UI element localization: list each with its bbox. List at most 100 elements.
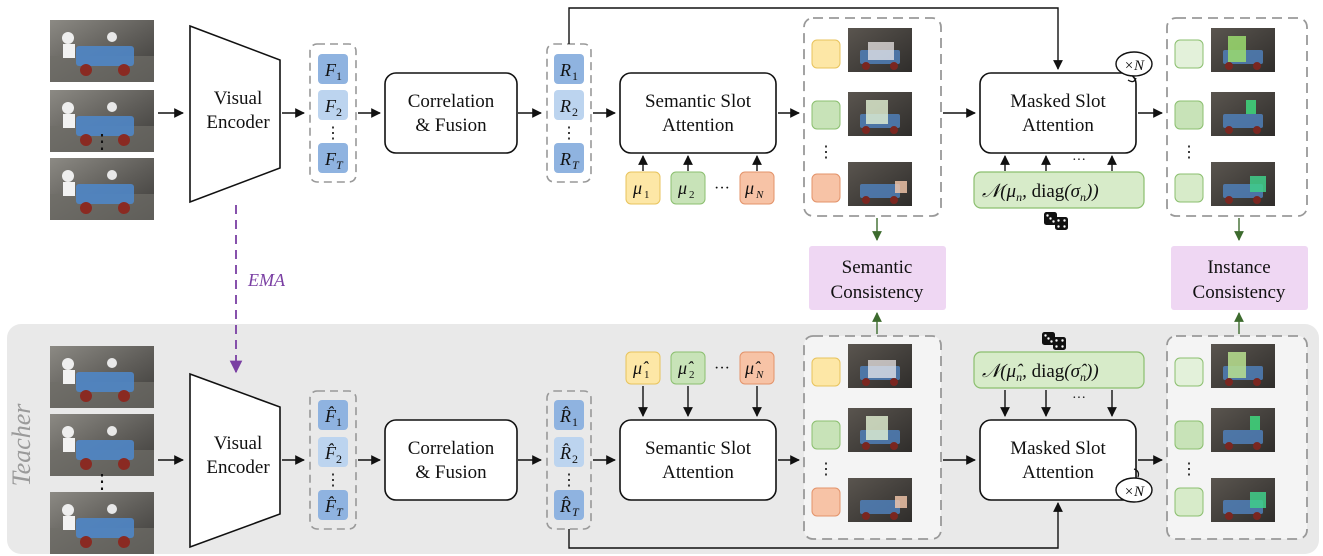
teacher-input-frames: ⋮ — [50, 346, 154, 554]
feature-box — [318, 400, 348, 430]
feature-symbol: F — [324, 96, 337, 116]
masked-attn-label-line2: Attention — [1022, 115, 1094, 136]
refined-symbol: R̂ — [559, 406, 571, 426]
slots-ellipsis: ⋮ — [1181, 461, 1197, 478]
refined-subscript: 2 — [572, 452, 578, 466]
prototype-box — [739, 171, 775, 205]
frames-ellipsis: ⋮ — [92, 131, 112, 153]
refined-symbol: R̂ — [559, 496, 571, 516]
repeat-n-icon — [1115, 51, 1153, 77]
student-instance-slots — [1166, 17, 1308, 217]
instance-consistency-line1: Instance — [1207, 257, 1270, 278]
prototype-subscript: 2 — [689, 189, 695, 201]
feature-box — [318, 490, 348, 520]
refined-box — [554, 490, 584, 520]
student-visual-encoder — [189, 24, 281, 204]
teacher-correlation-fusion — [384, 419, 518, 501]
semantic-attn-label-line2: Attention — [662, 115, 734, 136]
prototype-ellipsis: ··· — [714, 180, 730, 197]
encoder-label-line1: Visual — [214, 433, 262, 454]
student-semantic-slot-attention — [619, 72, 777, 154]
feature-subscript: T — [336, 505, 344, 519]
feature-symbol: F — [324, 60, 337, 80]
refined-ellipsis: ⋮ — [561, 472, 577, 489]
feature-subscript: 1 — [336, 69, 342, 83]
semantic-consistency-line2: Consistency — [831, 282, 924, 303]
frames-ellipsis: ⋮ — [92, 471, 112, 493]
encoder-label-line2: Encoder — [206, 112, 270, 133]
encoder-label-line2: Encoder — [206, 457, 270, 478]
feature-symbol: F — [324, 149, 337, 169]
refined-subscript: 1 — [572, 415, 578, 429]
prototype-symbol: μ — [744, 178, 754, 198]
correlation-label-line1: Correlation — [408, 438, 495, 459]
refined-ellipsis: ⋮ — [561, 125, 577, 142]
feature-symbol: F̂ — [324, 443, 337, 463]
dice-icon — [1044, 212, 1068, 230]
refined-subscript: 1 — [572, 69, 578, 83]
refined-box — [554, 400, 584, 430]
masked-attn-label-line1: Masked Slot — [1010, 91, 1106, 112]
feature-box — [318, 54, 348, 84]
refined-subscript: 2 — [572, 105, 578, 119]
feature-subscript: 2 — [336, 452, 342, 466]
prototype-subscript: 1 — [644, 189, 650, 201]
slot-mask-image — [1211, 92, 1275, 136]
refined-subscript: T — [572, 505, 580, 519]
prototype-box — [670, 171, 706, 205]
masked-attn-label-line1: Masked Slot — [1010, 438, 1106, 459]
prototype-symbol: μ — [677, 178, 687, 198]
prototype-box — [625, 351, 661, 385]
instance-consistency-line2: Consistency — [1193, 282, 1286, 303]
prototype-subscript: 2 — [689, 369, 695, 381]
feature-subscript: 2 — [336, 105, 342, 119]
teacher-masked-slot-attention — [979, 419, 1137, 501]
feature-box — [318, 90, 348, 120]
feature-symbol: F̂ — [324, 496, 337, 516]
repeat-label: ×N — [1124, 58, 1145, 74]
gaussian-ellipsis: ··· — [1072, 391, 1086, 406]
masked-attn-label-line2: Attention — [1022, 462, 1094, 483]
refined-symbol: R — [559, 149, 571, 169]
student-gaussian-sampler — [973, 171, 1145, 209]
repeat-n-icon — [1115, 477, 1153, 503]
semantic-consistency-loss — [809, 246, 946, 310]
ema-label: EMA — [247, 270, 286, 290]
semantic-consistency-line1: Semantic — [842, 257, 913, 278]
prototype-box — [739, 351, 775, 385]
refined-subscript: T — [572, 158, 580, 172]
video-frame-thumbnail — [50, 158, 154, 220]
slots-ellipsis: ⋮ — [818, 144, 834, 161]
feature-subscript: 1 — [336, 415, 342, 429]
semantic-attn-label-line1: Semantic Slot — [645, 438, 752, 459]
prototype-subscript: N — [755, 369, 764, 381]
refined-symbol: R̂ — [559, 443, 571, 463]
encoder-label-line1: Visual — [214, 88, 262, 109]
prototype-subscript: N — [755, 189, 764, 201]
repeat-label: ×N — [1124, 484, 1145, 500]
feature-symbol: F̂ — [324, 406, 337, 426]
refined-box — [554, 437, 584, 467]
prototype-symbol: μ — [632, 178, 642, 198]
refined-box — [554, 143, 584, 173]
instance-consistency-loss — [1171, 246, 1308, 310]
video-frame-thumbnail — [50, 492, 154, 554]
feature-ellipsis: ⋮ — [325, 472, 341, 489]
slots-ellipsis: ⋮ — [818, 461, 834, 478]
semantic-attn-label-line2: Attention — [662, 462, 734, 483]
correlation-label-line2: & Fusion — [415, 115, 487, 136]
video-frame-thumbnail — [50, 346, 154, 408]
student-input-frames: ⋮ — [50, 20, 154, 220]
prototype-box — [670, 351, 706, 385]
teacher-semantic-slot-attention — [619, 419, 777, 501]
teacher-visual-encoder — [189, 372, 281, 549]
slot-mask-image — [1211, 408, 1275, 452]
gaussian-ellipsis: ··· — [1072, 153, 1086, 168]
correlation-label-line1: Correlation — [408, 91, 495, 112]
feature-ellipsis: ⋮ — [325, 125, 341, 142]
refined-symbol: R — [559, 60, 571, 80]
refined-box — [554, 54, 584, 84]
feature-subscript: T — [336, 158, 344, 172]
refined-symbol: R — [559, 96, 571, 116]
prototype-box — [625, 171, 661, 205]
